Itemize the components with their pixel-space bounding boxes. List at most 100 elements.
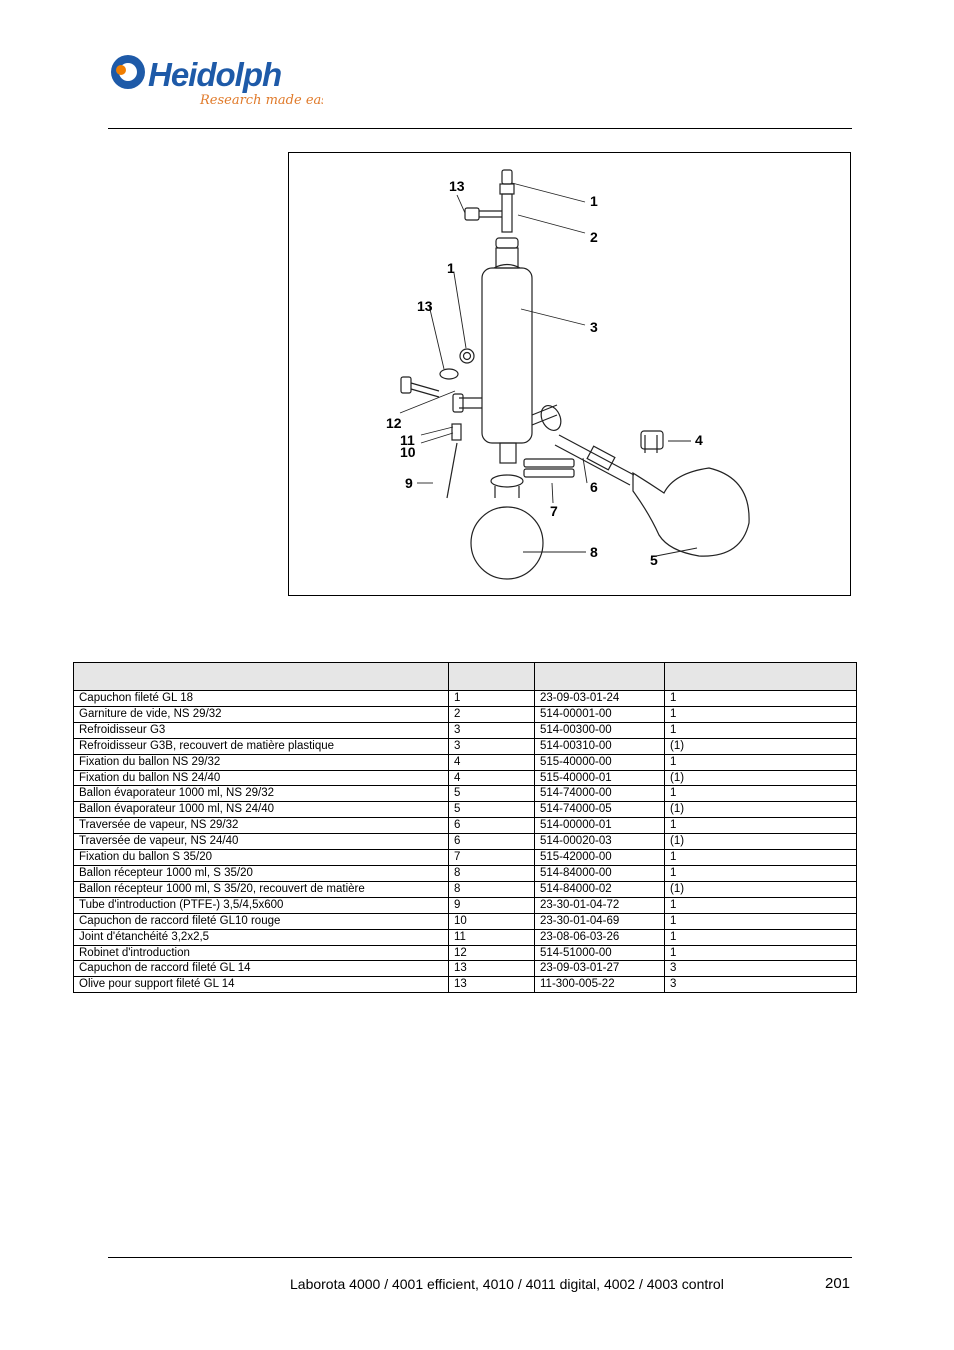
part-number: 515-42000-00 — [534, 849, 665, 866]
rotary-evaporator-drawing: 1 2 3 4 5 6 7 8 9 10 11 12 13 1 13 — [386, 169, 750, 580]
footer-rule — [108, 1257, 852, 1258]
footer-product-line: Laborota 4000 / 4001 efficient, 4010 / 4… — [290, 1276, 724, 1292]
part-position: 3 — [448, 721, 535, 739]
part-quantity: (1) — [664, 801, 857, 819]
column-header — [534, 662, 665, 691]
column-header — [664, 662, 857, 691]
part-quantity: 3 — [664, 976, 857, 994]
column-header — [73, 662, 449, 691]
part-quantity: 1 — [664, 817, 857, 835]
part-number: 514-84000-00 — [534, 864, 665, 882]
callout-2: 2 — [590, 229, 598, 245]
part-number: 514-74000-05 — [534, 801, 665, 819]
part-position: 8 — [448, 880, 535, 898]
part-description: Ballon récepteur 1000 ml, S 35/20, recou… — [73, 880, 449, 898]
callout-8: 8 — [590, 544, 598, 560]
part-quantity: 1 — [664, 705, 857, 723]
callout-9: 9 — [405, 475, 413, 491]
exploded-view-figure: 1 2 3 4 5 6 7 8 9 10 11 12 13 1 13 — [288, 152, 851, 596]
part-position: 9 — [448, 896, 535, 914]
part-description: Ballon évaporateur 1000 ml, NS 24/40 — [73, 801, 449, 819]
part-description: Robinet d'introduction — [73, 944, 449, 962]
part-quantity: 1 — [664, 849, 857, 866]
part-number: 514-51000-00 — [534, 944, 665, 962]
callout-6: 6 — [590, 479, 598, 495]
part-description: Tube d'introduction (PTFE-) 3,5/4,5x600 — [73, 896, 449, 914]
part-position: 5 — [448, 785, 535, 803]
callout-10: 10 — [400, 444, 416, 460]
part-quantity: 1 — [664, 721, 857, 739]
part-position: 5 — [448, 801, 535, 819]
part-number: 515-40000-01 — [534, 769, 665, 787]
callout-13-top: 13 — [449, 178, 465, 194]
part-position: 3 — [448, 737, 535, 755]
callout-4: 4 — [695, 432, 703, 448]
callout-5: 5 — [650, 552, 658, 568]
page-number: 201 — [825, 1275, 851, 1292]
part-quantity: 1 — [664, 753, 857, 771]
part-description: Capuchon de raccord fileté GL10 rouge — [73, 912, 449, 930]
callout-3: 3 — [590, 319, 598, 335]
part-position: 8 — [448, 864, 535, 882]
part-number: 514-00000-01 — [534, 817, 665, 835]
part-quantity: (1) — [664, 769, 857, 787]
part-quantity: 1 — [664, 928, 857, 946]
part-quantity: (1) — [664, 833, 857, 851]
part-number: 514-84000-02 — [534, 880, 665, 898]
tagline-text: Research made easy — [199, 93, 323, 108]
part-quantity: (1) — [664, 880, 857, 898]
part-number: 23-09-03-01-27 — [534, 960, 665, 978]
part-description: Ballon récepteur 1000 ml, S 35/20 — [73, 864, 449, 882]
table-row: Ballon récepteur 1000 ml, S 35/20, recou… — [73, 880, 857, 898]
part-number: 514-74000-00 — [534, 785, 665, 803]
part-position: 4 — [448, 769, 535, 787]
part-position: 7 — [448, 849, 535, 866]
callout-11: 11 — [400, 432, 415, 448]
part-position: 4 — [448, 753, 535, 771]
table-row: Refroidisseur G3B, recouvert de matière … — [73, 737, 857, 755]
part-number: 23-08-06-03-26 — [534, 928, 665, 946]
heidolph-logo: Heidolph Research made easy — [108, 50, 336, 112]
part-description: Fixation du ballon NS 29/32 — [73, 753, 449, 771]
part-quantity: 1 — [664, 896, 857, 914]
part-number: 23-09-03-01-24 — [534, 690, 665, 707]
part-quantity: 1 — [664, 912, 857, 930]
part-position: 6 — [448, 817, 535, 835]
part-position: 13 — [448, 976, 535, 994]
callout-13-left: 13 — [417, 298, 433, 314]
part-number: 514-00310-00 — [534, 737, 665, 755]
part-description: Capuchon de raccord fileté GL 14 — [73, 960, 449, 978]
part-number: 515-40000-00 — [534, 753, 665, 771]
part-position: 6 — [448, 833, 535, 851]
part-description: Fixation du ballon S 35/20 — [73, 849, 449, 866]
part-number: 23-30-01-04-72 — [534, 896, 665, 914]
part-quantity: (1) — [664, 737, 857, 755]
part-position: 2 — [448, 705, 535, 723]
brand-text: Heidolph — [148, 56, 281, 93]
part-description: Refroidisseur G3B, recouvert de matière … — [73, 737, 449, 755]
part-position: 11 — [448, 928, 535, 946]
part-quantity: 3 — [664, 960, 857, 978]
part-description: Ballon évaporateur 1000 ml, NS 29/32 — [73, 785, 449, 803]
part-number: 514-00300-00 — [534, 721, 665, 739]
part-description: Traversée de vapeur, NS 29/32 — [73, 817, 449, 835]
column-header — [448, 662, 535, 691]
part-number: 514-00020-03 — [534, 833, 665, 851]
part-description: Fixation du ballon NS 24/40 — [73, 769, 449, 787]
part-quantity: 1 — [664, 785, 857, 803]
